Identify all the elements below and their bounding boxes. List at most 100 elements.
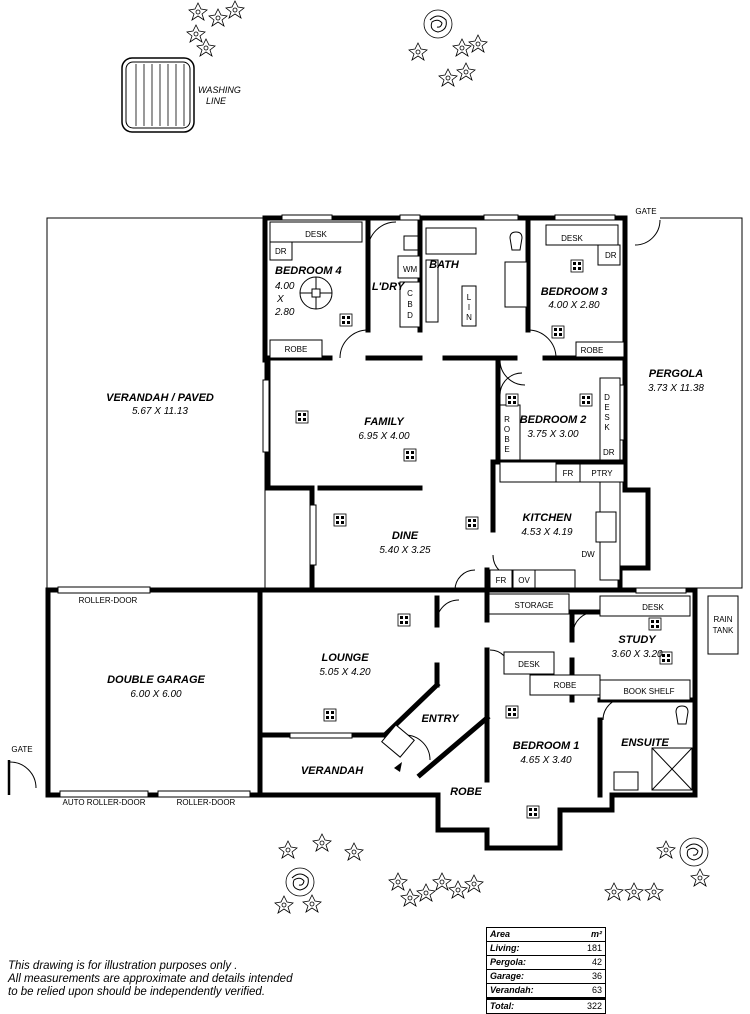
room-label-ensuite: ENSUITE [621, 737, 669, 749]
plant-cluster-bottom-left [274, 833, 364, 914]
room-dims-double-garage: 6.00 X 6.00 [130, 689, 182, 700]
room-dims-lounge: 5.05 X 4.20 [319, 667, 371, 678]
fixture-label-dr-bed2: DR [603, 448, 615, 457]
room-dims-bedroom4-a: 4.00 [275, 281, 295, 292]
fixture-label-ptry: PTRY [591, 469, 613, 478]
room-label-verandah: VERANDAH [301, 765, 364, 777]
fixture-label-lin-i: I [468, 303, 470, 312]
area-table-row: Verandah: 63 [487, 984, 605, 998]
gate-label-top: GATE [635, 207, 656, 216]
plant-cluster-bottom-middle [388, 872, 484, 907]
room-dims-bedroom3: 4.00 X 2.80 [548, 300, 600, 311]
room-label-entry: ENTRY [421, 713, 460, 725]
washing-line-label-1: WASHING [198, 85, 241, 95]
room-dims-kitchen: 4.53 X 4.19 [521, 527, 573, 538]
area-total-value: 322 [586, 1001, 602, 1011]
fixture-label-robe-bed2-e: E [504, 445, 509, 454]
room-dims-bedroom4-x: X [276, 294, 284, 305]
area-row-value: 63 [591, 985, 602, 995]
room-label-laundry: L'DRY [372, 281, 406, 293]
area-row-label: Garage: [490, 971, 525, 981]
plant-cluster-top-left [186, 0, 245, 57]
room-label-bath: BATH [429, 259, 460, 271]
area-table-row: Living: 181 [487, 942, 605, 956]
room-dims-verandah-paved: 5.67 X 11.13 [132, 406, 188, 417]
area-row-label: Living: [490, 943, 520, 953]
fixture-label-lin-n: N [466, 313, 472, 322]
fixture-label-desk-bed3: DESK [561, 234, 583, 243]
disclaimer-line: All measurements are approximate and det… [8, 973, 293, 985]
room-label-family: FAMILY [364, 416, 405, 428]
disclaimer: This drawing is for illustration purpose… [8, 960, 292, 999]
fixture-label-robe-bed1: ROBE [554, 681, 577, 690]
room-label-bedroom3: BEDROOM 3 [541, 286, 608, 298]
fixture-label-desk-bed2-e: E [604, 403, 609, 412]
fixture-label-storage: STORAGE [515, 601, 554, 610]
fixture-label-fr-dine: FR [496, 576, 507, 585]
fixture-label-roller-door-top: ROLLER-DOOR [79, 596, 138, 605]
fixture-label-desk-bed1: DESK [518, 660, 540, 669]
fixture-label-desk-bed2-d: D [604, 393, 610, 402]
room-dims-dine: 5.40 X 3.25 [379, 545, 431, 556]
area-table-header-unit: m² [591, 929, 602, 939]
area-table-header: Area m² [487, 927, 605, 942]
gate-label-left: GATE [11, 745, 32, 754]
fixture-label-robe-bed4: ROBE [285, 345, 308, 354]
fixture-label-cbd-c: C [407, 289, 413, 298]
fixture-label-desk-bed2-s: S [604, 413, 609, 422]
windows [57, 214, 687, 798]
washing-line-icon [121, 57, 195, 133]
fixture-label-dw: DW [581, 550, 595, 559]
area-row-value: 181 [586, 943, 602, 953]
fixture-label-fr-kitchen: FR [563, 469, 574, 478]
washing-line-label-2: LINE [206, 96, 227, 106]
fixture-label-roller-door-bottom: ROLLER-DOOR [177, 798, 236, 807]
fixture-label-desk-bed2-k: K [604, 423, 610, 432]
fixture-label-desk-bed4: DESK [305, 230, 327, 239]
room-dims-bedroom1: 4.65 X 3.40 [520, 755, 572, 766]
area-table-header-label: Area [490, 929, 511, 939]
room-label-robe-entry: ROBE [450, 786, 482, 798]
fixture-label-robe-bed2-r: R [504, 415, 510, 424]
room-dims-study: 3.60 X 3.20 [611, 649, 663, 660]
fixture-label-robe-bed2-b: B [504, 435, 509, 444]
room-label-verandah-paved: VERANDAH / PAVED [106, 392, 214, 404]
area-table-row: Pergola: 42 [487, 956, 605, 970]
fixture-label-wm: WM [403, 265, 418, 274]
fixture-label-ov: OV [518, 576, 530, 585]
fixture-label-robe-bed2-o: O [504, 425, 510, 434]
rain-tank-label-1: RAIN [713, 615, 732, 624]
room-label-study: STUDY [618, 634, 657, 646]
room-label-bedroom1: BEDROOM 1 [513, 740, 580, 752]
area-row-label: Verandah: [490, 985, 534, 995]
area-row-label: Pergola: [490, 957, 527, 967]
room-label-kitchen: KITCHEN [523, 512, 573, 524]
fixture-label-lin-l: L [467, 293, 472, 302]
room-label-double-garage: DOUBLE GARAGE [107, 674, 205, 686]
disclaimer-line: This drawing is for illustration purpose… [8, 960, 238, 972]
area-row-value: 36 [591, 971, 602, 981]
plant-cluster-bottom-right [604, 837, 710, 901]
fixture-label-auto-roller-door: AUTO ROLLER-DOOR [63, 798, 146, 807]
fixture-label-cbd-d: D [407, 311, 413, 320]
pergola-outline [620, 217, 743, 589]
area-row-value: 42 [591, 957, 602, 967]
area-total-label: Total: [490, 1001, 515, 1011]
fixtures [269, 221, 739, 791]
room-dims-family: 6.95 X 4.00 [358, 431, 410, 442]
area-table: Area m² Living: 181 Pergola: 42 Garage: … [486, 927, 606, 1014]
room-label-dine: DINE [392, 530, 419, 542]
room-dims-pergola: 3.73 X 11.38 [648, 383, 704, 394]
rain-tank-label-2: TANK [713, 626, 734, 635]
disclaimer-line: to be relied upon should be independentl… [8, 986, 266, 998]
room-label-pergola: PERGOLA [649, 368, 703, 380]
fixture-label-robe-bed3: ROBE [581, 346, 604, 355]
room-dims-bedroom2: 3.75 X 3.00 [527, 429, 579, 440]
room-label-bedroom4: BEDROOM 4 [275, 265, 342, 277]
fixture-label-book-shelf: BOOK SHELF [623, 687, 674, 696]
fixture-label-cbd-b: B [407, 300, 412, 309]
area-table-row: Garage: 36 [487, 970, 605, 984]
room-dims-bedroom4-b: 2.80 [274, 307, 295, 318]
fixture-label-dr-bed4: DR [275, 247, 287, 256]
